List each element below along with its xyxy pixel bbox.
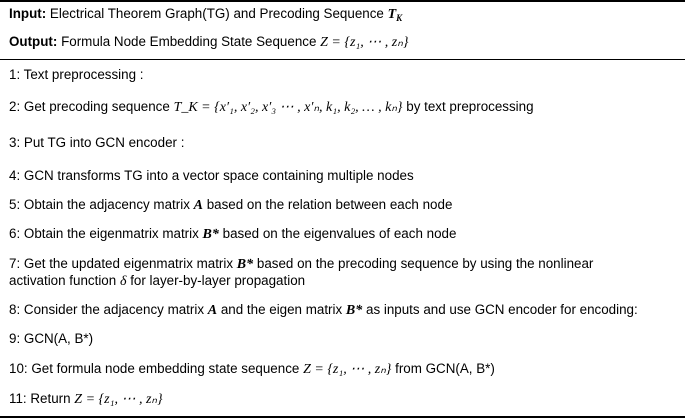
input-line: Input: Electrical Theorem Graph(TG) and … [9,6,402,26]
output-expression: Z = {z₁, ⋯ , zₙ} [320,35,409,50]
step-text: GCN transforms TG into a vector space co… [23,168,414,183]
matrix-b-symbol: B* [236,257,254,272]
step-text: Return [30,391,71,406]
output-label: Output: [9,34,58,49]
step-text: Obtain the adjacency matrix [23,197,190,212]
step-text-tail: as inputs and use GCN encoder for encodi… [366,302,638,317]
input-label: Input: [9,6,47,21]
step-1: 1: Text preprocessing : [9,67,144,83]
step-text-mid: from [395,361,422,376]
precoding-expression: T_K = {x′₁, x′₂, x′₃ ⋯ , x′ₙ, k₁, k₂, … … [173,100,403,115]
step-text: Get formula node embedding state sequenc… [31,361,300,376]
step-text: Put TG into GCN encoder : [23,135,185,150]
step-number: 6: [9,226,21,241]
step-6: 6: Obtain the eigenmatrix matrix B* base… [9,226,456,243]
step-number: 7: [9,256,21,271]
step-11: 11: Return Z = {z₁, ⋯ , zₙ} [9,391,163,408]
top-rule [0,0,685,2]
matrix-a-symbol: A [193,198,203,213]
step-4: 4: GCN transforms TG into a vector space… [9,168,414,184]
input-symbol: TK [387,7,403,23]
state-sequence-expression: Z = {z₁, ⋯ , zₙ} [303,362,392,377]
step-7: 7: Get the updated eigenmatrix matrix B*… [9,256,593,273]
input-text: Electrical Theorem Graph(TG) and Precodi… [49,6,384,21]
step-7-continuation: activation function δ for layer-by-layer… [9,273,305,290]
gcn-call: GCN(A, B*) [23,331,94,346]
step-8: 8: Consider the adjacency matrix A and t… [9,302,638,319]
bottom-rule [0,416,685,418]
step-number: 2: [9,99,21,114]
step-2: 2: Get precoding sequence T_K = {x′₁, x′… [9,99,534,116]
step-text-tail: based on the eigenvalues of each node [222,226,457,241]
step-10: 10: Get formula node embedding state seq… [9,361,495,378]
step-number: 3: [9,135,21,150]
step-text: Obtain the eigenmatrix matrix [23,226,199,241]
step-text-mid: and the eigen matrix [220,302,343,317]
output-line: Output: Formula Node Embedding State Seq… [9,34,408,51]
header-rule [0,59,685,60]
step-text-tail: by text preprocessing [406,99,534,114]
step-text-tail: for layer-by-layer propagation [130,273,306,288]
step-number: 9: [9,331,21,346]
step-9: 9: GCN(A, B*) [9,331,93,347]
step-number: 5: [9,197,21,212]
gcn-call: GCN(A, B*) [425,361,495,376]
output-text: Formula Node Embedding State Sequence [61,34,317,49]
step-text: Text preprocessing : [23,67,144,82]
step-text: Get the updated eigenmatrix matrix [23,256,234,271]
step-number: 8: [9,302,21,317]
step-text: Get precoding sequence [23,99,170,114]
step-text-tail: based on the relation between each node [206,197,453,212]
delta-symbol: δ [119,274,127,289]
step-number: 10: [9,361,28,376]
step-number: 1: [9,67,21,82]
return-expression: Z = {z₁, ⋯ , zₙ} [74,392,163,407]
step-number: 11: [9,391,27,406]
matrix-a-symbol: A [207,303,218,318]
step-text: Consider the adjacency matrix [23,302,205,317]
step-text-tail: based on the precoding sequence by using… [256,256,594,271]
step-5: 5: Obtain the adjacency matrix A based o… [9,197,452,214]
step-text: activation function [9,273,117,288]
step-number: 4: [9,168,21,183]
matrix-b-symbol: B* [345,303,363,318]
matrix-b-symbol: B* [202,227,219,242]
step-3: 3: Put TG into GCN encoder : [9,135,184,151]
